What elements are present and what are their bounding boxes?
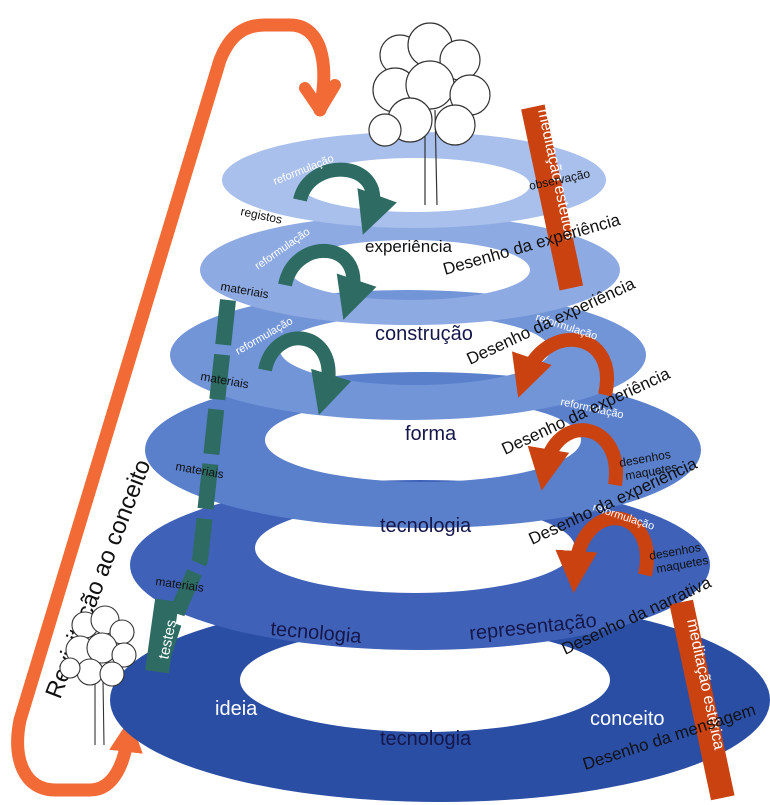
meditation-bar-bottom [669, 599, 735, 801]
ring-3 [200, 215, 620, 325]
tree-sketch-top-icon [368, 22, 491, 206]
reform-arrows-left [258, 162, 397, 416]
ring-2-shape [222, 132, 606, 228]
ring1-bottom-label: experiência [365, 237, 452, 256]
reform-arrow-2 [278, 244, 377, 320]
ring7-bottom-label: tecnologia [380, 728, 472, 750]
testes-bar [145, 598, 179, 674]
ring-7 [110, 598, 770, 802]
ring3-bottom-label: construção [375, 323, 473, 345]
reform-arrow-5 [527, 423, 623, 491]
ring-6 [130, 480, 710, 650]
ring7-right-label: conceito [590, 708, 665, 730]
ring4-bottom-label: forma [405, 423, 457, 445]
reform-arrow-1 [293, 162, 397, 235]
reform-arrow-6 [555, 511, 654, 593]
ring5-left-label: materiais [155, 574, 205, 595]
ring-7-shape [110, 598, 770, 802]
reform-arrow-4 [512, 332, 614, 398]
meditation-bar-top [521, 104, 584, 291]
revisit-concept-arrow [11, 18, 341, 797]
ring7-left-label: ideia [215, 698, 258, 720]
reform-arrows-right [512, 332, 654, 593]
ring5-bottom-label: tecnologia [380, 515, 472, 537]
tree-sketch-bottom-icon [59, 605, 137, 746]
ring-6-shape [130, 480, 710, 650]
ring-2 [222, 132, 606, 228]
ring-3-shape [200, 215, 620, 325]
reform-arrow-3 [258, 331, 352, 416]
